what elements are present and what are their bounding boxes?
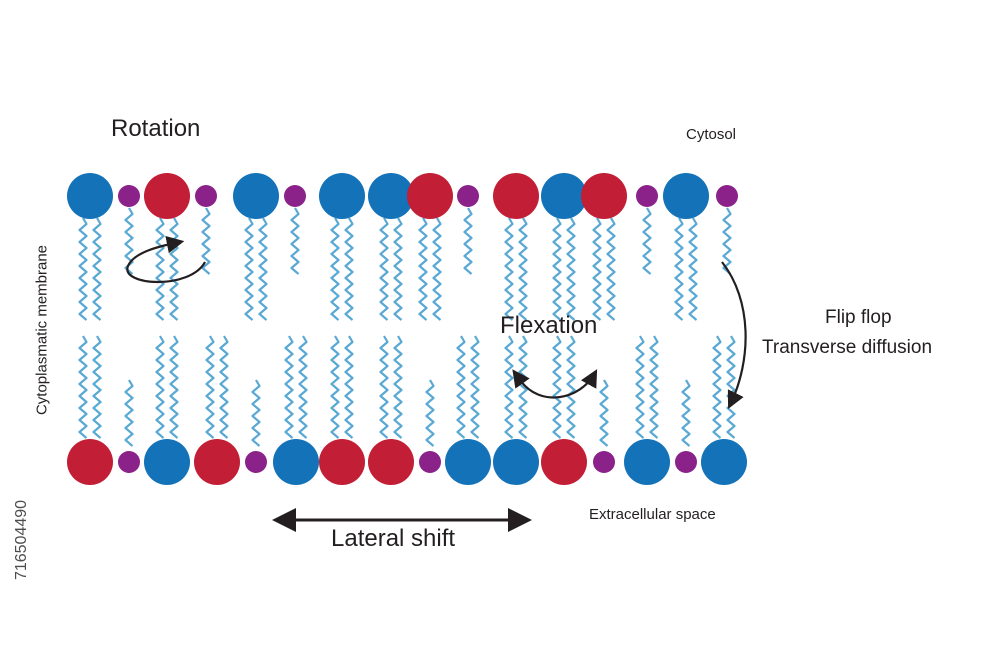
lipid-tail [552, 335, 562, 439]
short-lipid-tail [722, 207, 732, 275]
lipid-tail [379, 335, 389, 439]
phospholipid-head-purple [636, 185, 658, 207]
cytosol-label: Cytosol [686, 126, 737, 143]
transverse-diffusion-label: Transverse diffusion [762, 337, 933, 358]
lipid-tail [92, 217, 102, 321]
extracellular-space-label: Extracellular space [589, 506, 716, 523]
phospholipid-head-blue [663, 173, 709, 219]
lipid-tail [344, 335, 354, 439]
phospholipid-head-red [319, 439, 365, 485]
short-lipid-tail [425, 379, 435, 447]
phospholipid-head-blue [624, 439, 670, 485]
phospholipid-head-blue [445, 439, 491, 485]
lipid-tail [330, 335, 340, 439]
short-lipid-tail [201, 207, 211, 275]
phospholipid-head-purple [245, 451, 267, 473]
lipid-tail [344, 217, 354, 321]
lipid-tail [552, 217, 562, 321]
lipid-tail [393, 335, 403, 439]
lipid-tail [78, 335, 88, 439]
lipid-tail [592, 217, 602, 321]
short-lipid-tail [642, 207, 652, 275]
phospholipid-head-blue [541, 173, 587, 219]
lateral-shift-label: Lateral shift [331, 525, 456, 552]
lipid-tail [649, 335, 659, 439]
phospholipid-head-red [67, 439, 113, 485]
lipid-tail [635, 335, 645, 439]
stock-id-watermark: 716504490 [13, 499, 30, 581]
flip-flop-label: Flip flop [825, 307, 892, 328]
lipid-tail [298, 335, 308, 439]
lipid-tail [330, 217, 340, 321]
lipid-tail [566, 217, 576, 321]
phospholipid-head-red [407, 173, 453, 219]
lipid-tail [169, 335, 179, 439]
phospholipid-heads [67, 173, 747, 485]
lipid-tail [92, 335, 102, 439]
cytoplasmatic-membrane-label: Cytoplasmatic membrane [33, 244, 51, 416]
lipid-tail [244, 217, 254, 321]
phospholipid-head-red [493, 173, 539, 219]
phospholipid-head-purple [593, 451, 615, 473]
phospholipid-head-purple [284, 185, 306, 207]
lipid-tail [606, 217, 616, 321]
lipid-tail [470, 335, 480, 439]
phospholipid-head-red [144, 173, 190, 219]
lipid-tail [432, 217, 442, 321]
lipid-tail [169, 217, 179, 321]
phospholipid-head-blue [273, 439, 319, 485]
short-lipid-tail [124, 379, 134, 447]
lipid-tail [566, 335, 576, 439]
lipid-tail [726, 335, 736, 439]
phospholipid-head-purple [457, 185, 479, 207]
phospholipid-head-blue [701, 439, 747, 485]
short-lipid-tail [251, 379, 261, 447]
short-lipid-tail [290, 207, 300, 275]
lipid-tail [258, 217, 268, 321]
short-lipid-tail [463, 207, 473, 275]
phospholipid-head-red [194, 439, 240, 485]
rotation-arrow [126, 235, 206, 284]
lipid-tail [219, 335, 229, 439]
lipid-tail [456, 335, 466, 439]
lipid-tail [379, 217, 389, 321]
lipid-tail [712, 335, 722, 439]
flexation-arrow [512, 369, 598, 399]
phospholipid-head-purple [195, 185, 217, 207]
lipid-tail [418, 217, 428, 321]
short-lipid-tail [681, 379, 691, 447]
phospholipid-head-blue [67, 173, 113, 219]
phospholipid-head-blue [493, 439, 539, 485]
phospholipid-head-purple [118, 185, 140, 207]
phospholipid-head-blue [233, 173, 279, 219]
lipid-tail [284, 335, 294, 439]
lipid-tail [518, 217, 528, 321]
phospholipid-head-blue [368, 173, 414, 219]
phospholipid-head-red [541, 439, 587, 485]
phospholipid-head-purple [419, 451, 441, 473]
phospholipid-head-red [368, 439, 414, 485]
lipid-tail [688, 217, 698, 321]
phospholipid-head-purple [118, 451, 140, 473]
short-lipid-tail [124, 207, 134, 275]
short-lipid-tail [599, 379, 609, 447]
lipid-tail [504, 217, 514, 321]
flexation-label: Flexation [500, 312, 598, 339]
lipid-tail [155, 335, 165, 439]
flip-flop-arrow [721, 261, 747, 409]
phospholipid-head-blue [144, 439, 190, 485]
lipid-tail [504, 335, 514, 439]
phospholipid-head-red [581, 173, 627, 219]
lipid-tail [674, 217, 684, 321]
phospholipid-head-blue [319, 173, 365, 219]
lipid-tail [78, 217, 88, 321]
lipid-tail [205, 335, 215, 439]
rotation-label: Rotation [111, 115, 201, 142]
phospholipid-head-purple [716, 185, 738, 207]
lipid-tails [78, 207, 736, 447]
lipid-tail [155, 217, 165, 321]
lipid-tail [393, 217, 403, 321]
phospholipid-head-purple [675, 451, 697, 473]
